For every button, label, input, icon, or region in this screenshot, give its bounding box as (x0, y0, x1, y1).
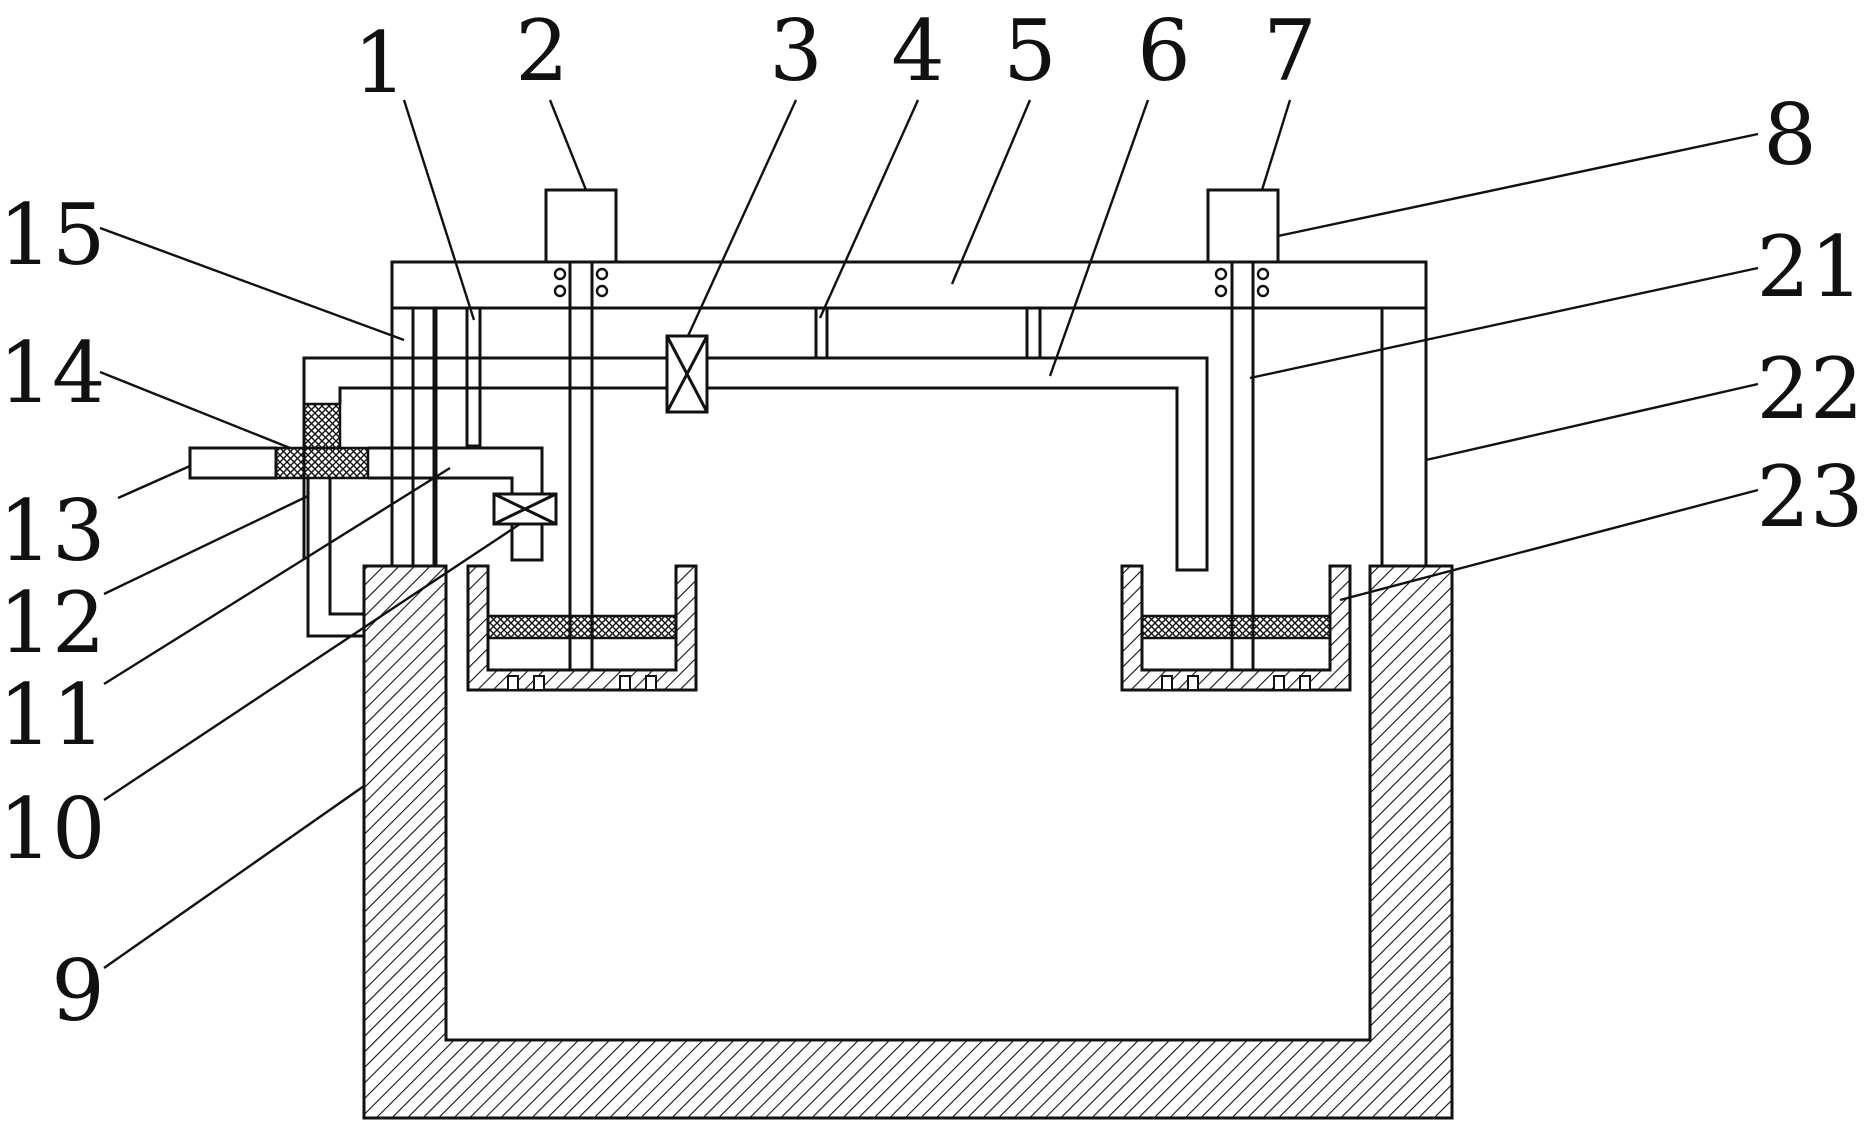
label-8: 8 (1763, 86, 1816, 184)
label-3: 3 (769, 2, 822, 100)
rod-1 (465, 306, 482, 448)
motor-left (544, 188, 618, 264)
basket-left-holes (507, 675, 657, 691)
label-9: 9 (51, 942, 104, 1040)
label-2: 2 (515, 2, 568, 100)
label-22: 22 (1757, 340, 1864, 438)
leader-lines (99, 99, 1759, 969)
label-23: 23 (1757, 448, 1864, 546)
tank-wall (362, 564, 1454, 1120)
pipe-13 (188, 446, 278, 480)
basket-right-holes (1161, 675, 1311, 691)
top-beam (390, 260, 1428, 310)
label-11: 11 (0, 666, 105, 764)
right-leg (1380, 306, 1428, 568)
pipe-6 (302, 356, 1209, 572)
label-1: 1 (353, 14, 406, 112)
label-12: 12 (0, 574, 105, 672)
label-4: 4 (891, 2, 944, 100)
label-7: 7 (1263, 2, 1316, 100)
filter-14-upper (302, 402, 342, 450)
motor-right (1206, 188, 1280, 264)
label-6: 6 (1137, 2, 1190, 100)
label-13: 13 (0, 482, 105, 580)
label-15: 15 (0, 186, 105, 284)
pipe-11 (368, 446, 544, 562)
bearings-left (553, 267, 609, 298)
label-21: 21 (1757, 218, 1864, 316)
pipe-12 (306, 478, 364, 638)
bearings-right (1214, 267, 1270, 298)
label-10: 10 (0, 780, 105, 878)
label-5: 5 (1003, 2, 1056, 100)
part-labels: 1 2 3 4 5 6 7 8 21 22 23 15 14 13 12 11 … (0, 2, 1863, 1040)
label-14: 14 (0, 324, 105, 422)
filter-14-lower (274, 446, 370, 480)
